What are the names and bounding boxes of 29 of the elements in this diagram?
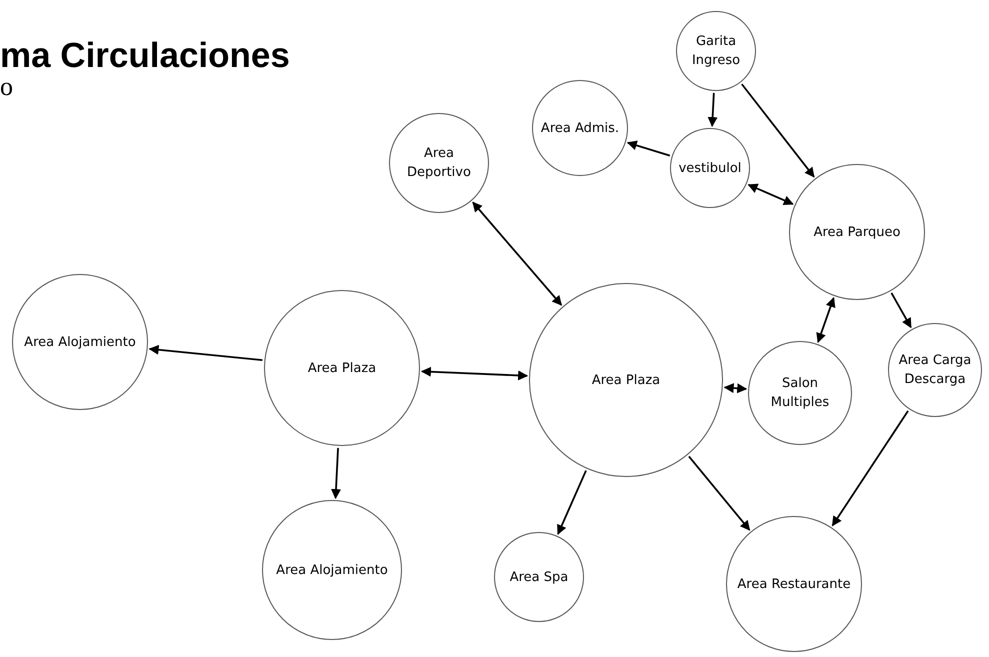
area-label: Area Plaza bbox=[590, 372, 662, 390]
arrow bbox=[832, 410, 909, 526]
text-fragment: o bbox=[0, 74, 13, 100]
arrow bbox=[688, 456, 750, 531]
arrow bbox=[748, 184, 794, 206]
arrow bbox=[626, 140, 670, 156]
area-label: Area Plaza bbox=[306, 360, 378, 378]
area-label: Area Deportivo bbox=[406, 145, 472, 182]
arrow bbox=[331, 448, 341, 500]
area-label: Area Alojamiento bbox=[23, 334, 137, 352]
arrow bbox=[816, 297, 836, 344]
area-label: Area Spa bbox=[508, 568, 570, 586]
area-label: Area Restaurante bbox=[736, 576, 852, 594]
area-label: Garita Ingreso bbox=[690, 33, 742, 70]
area-label: Area Carga Descarga bbox=[898, 352, 972, 389]
arrow bbox=[148, 344, 262, 361]
diagram-title: ma Circulaciones bbox=[0, 38, 290, 73]
arrow bbox=[890, 292, 912, 328]
area-label: Area Parqueo bbox=[812, 224, 902, 242]
area-label: Area Admis. bbox=[540, 120, 620, 138]
arrow bbox=[472, 202, 562, 306]
arrow bbox=[708, 92, 718, 128]
area-label: Salon Multiples bbox=[770, 375, 830, 412]
arrow bbox=[557, 470, 587, 535]
arrow bbox=[724, 383, 748, 394]
arrow bbox=[420, 366, 528, 380]
area-label: vestibulol bbox=[678, 160, 742, 178]
arrow bbox=[741, 84, 815, 178]
area-label: Area Alojamiento bbox=[275, 562, 389, 580]
